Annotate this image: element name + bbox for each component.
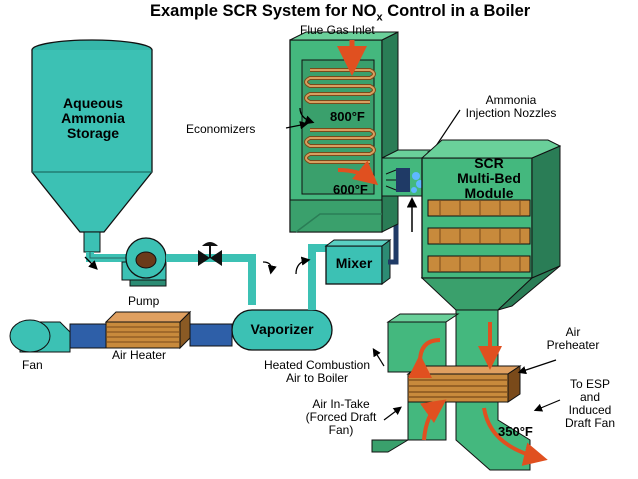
air-heater-label: Air Heater <box>112 348 167 362</box>
ammonia-storage-tank <box>31 39 153 253</box>
catalyst-beds <box>427 199 531 273</box>
pump-label: Pump <box>128 294 160 308</box>
economizer-section <box>289 31 399 233</box>
mixer-label: Mixer <box>335 255 373 271</box>
flue-gas-inlet-label: Flue Gas Inlet <box>300 23 375 37</box>
temp-350f: 350°F <box>498 424 533 439</box>
mixer <box>324 239 392 285</box>
pump <box>121 237 167 287</box>
air-heater <box>104 310 192 350</box>
vaporizer-label: Vaporizer <box>250 321 314 337</box>
fan <box>9 319 107 353</box>
economizers-label: Economizers <box>186 122 256 136</box>
temp-800f: 800°F <box>330 109 365 124</box>
valve <box>198 242 222 266</box>
fan-label: Fan <box>22 358 43 372</box>
diagram-title: Example SCR System for NOx Control in a … <box>150 2 531 24</box>
scr-module <box>420 139 562 311</box>
temp-600f: 600°F <box>333 182 368 197</box>
vaporizer <box>231 309 333 351</box>
